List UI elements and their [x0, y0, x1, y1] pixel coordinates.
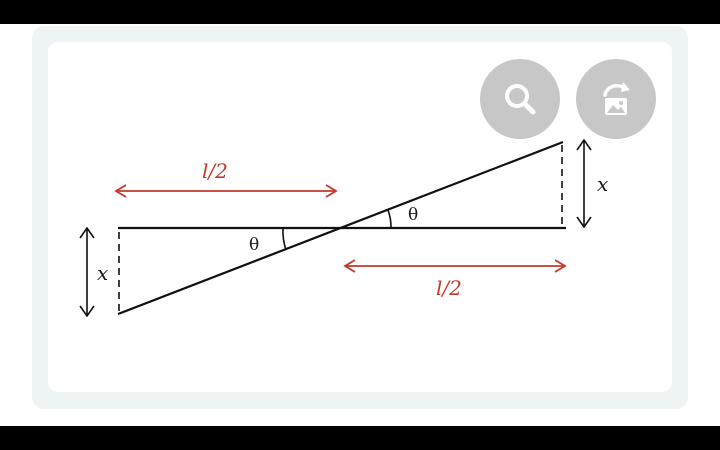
length-arrow-top — [114, 184, 338, 198]
label-height-left: x — [97, 261, 108, 285]
angle-arc-right — [387, 209, 392, 229]
search-button[interactable] — [480, 59, 560, 139]
label-angle-left: θ — [249, 235, 259, 255]
label-half-length-bottom: l/2 — [436, 276, 462, 300]
label-half-length-top: l/2 — [202, 159, 228, 183]
rotate-image-icon — [603, 82, 630, 115]
height-arrow-left — [79, 226, 95, 318]
top-black-bar — [0, 0, 720, 24]
slanted-line — [117, 140, 564, 316]
height-arrow-right — [576, 138, 592, 229]
search-icon — [505, 84, 536, 115]
label-angle-right: θ — [408, 205, 418, 225]
image-card — [32, 26, 688, 409]
label-height-right: x — [597, 172, 608, 196]
length-arrow-bottom — [343, 259, 567, 273]
image-frame — [48, 42, 672, 392]
rotate-image-button[interactable] — [576, 59, 656, 139]
angle-arc-left — [282, 227, 287, 251]
bottom-black-bar — [0, 426, 720, 450]
